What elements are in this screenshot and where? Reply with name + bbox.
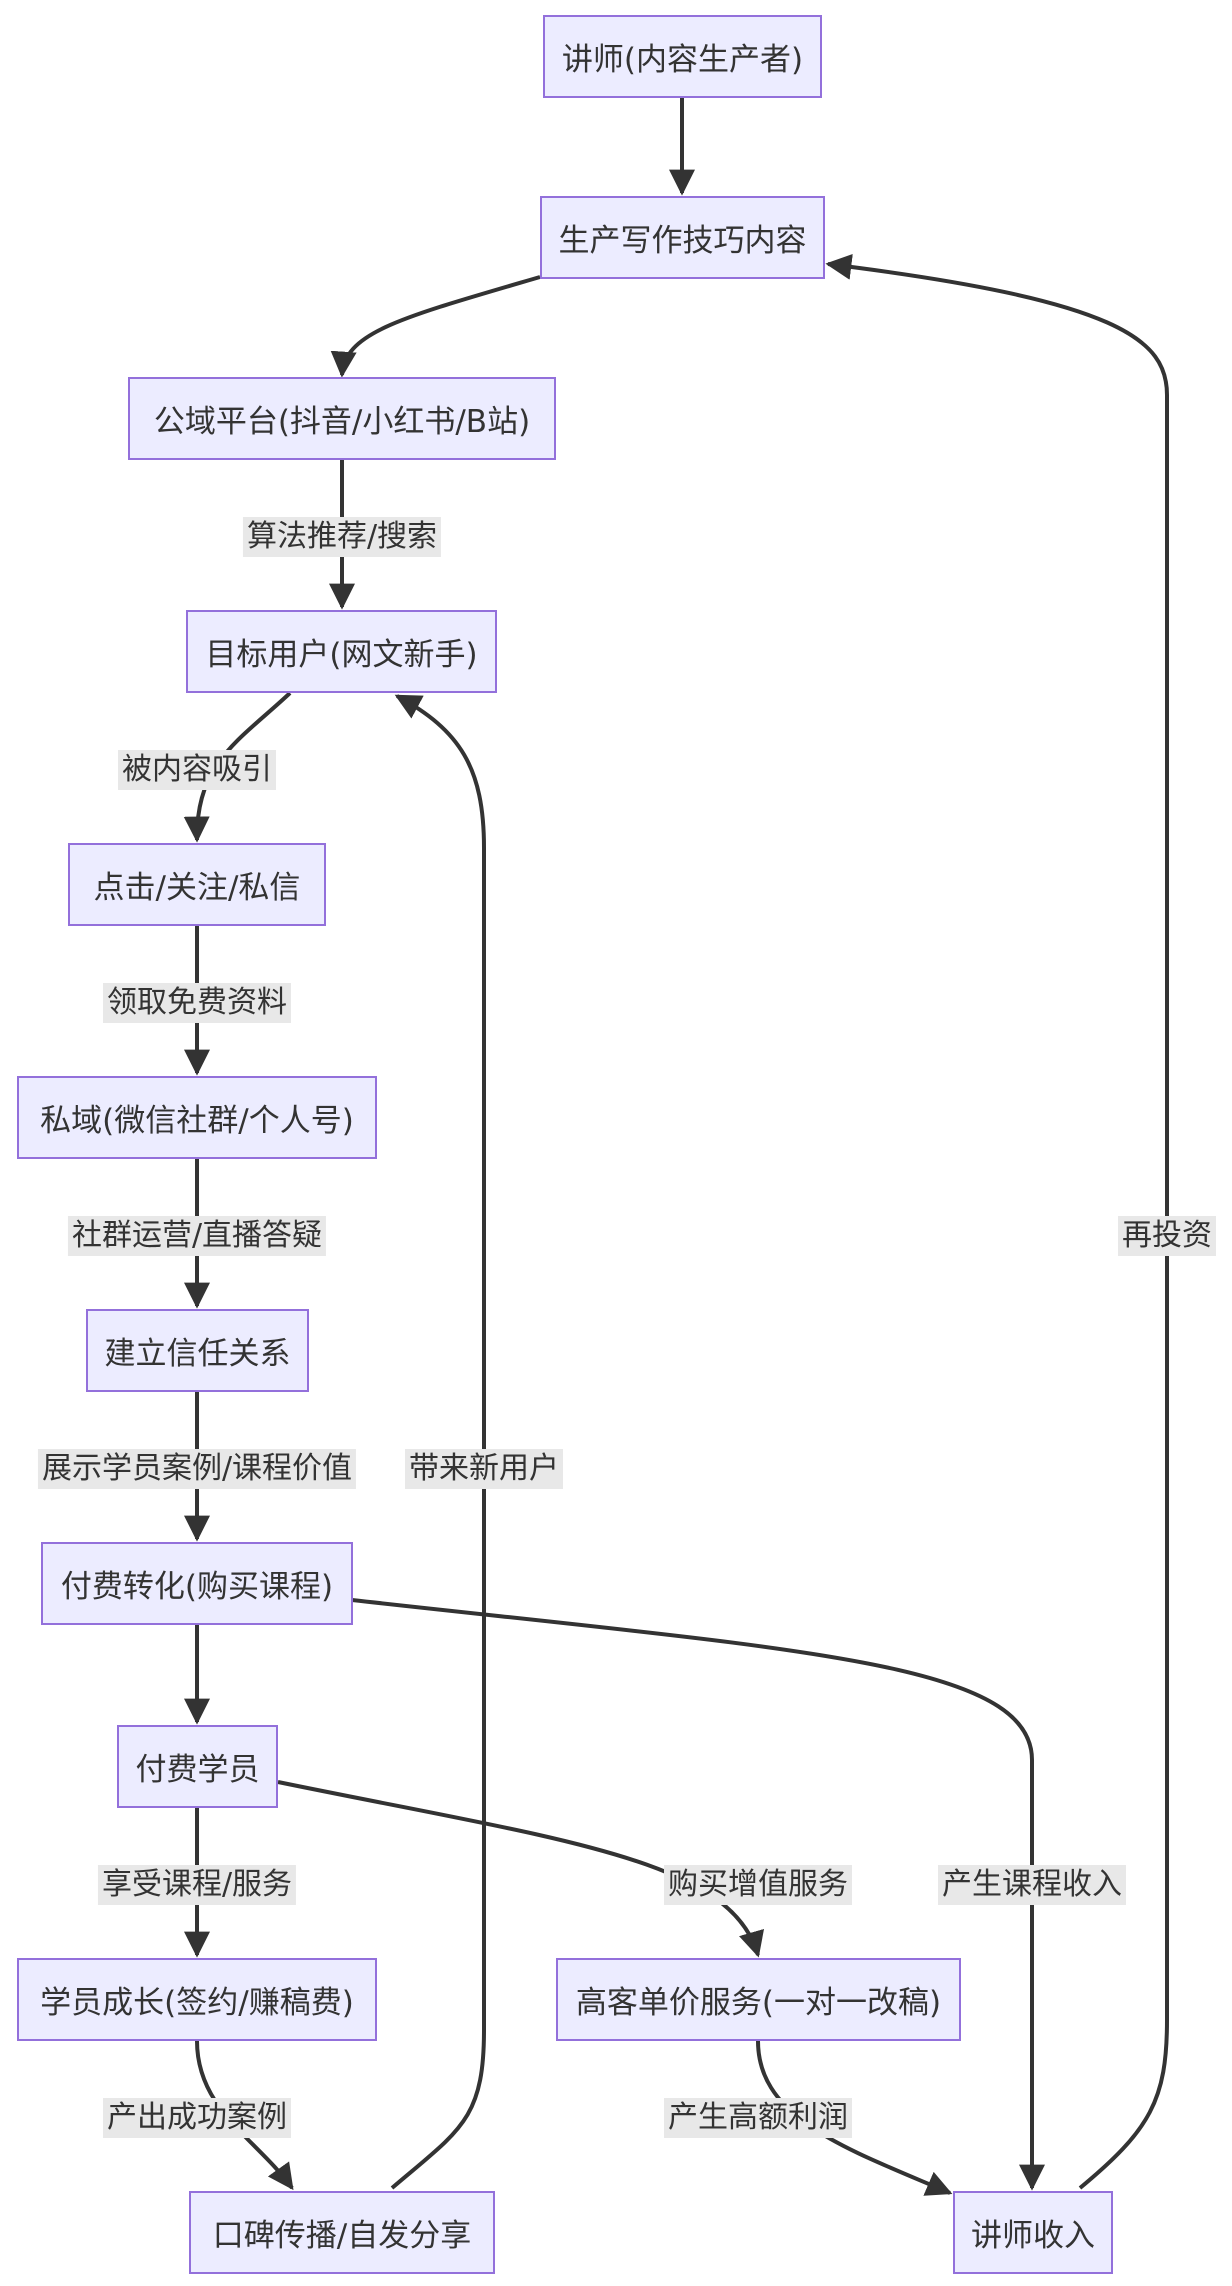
node-word-of-mouth: 口碑传播/自发分享 [189,2191,495,2274]
edge-label-new-users: 带来新用户 [405,1449,563,1489]
node-produce: 生产写作技巧内容 [540,196,825,279]
node-click-follow: 点击/关注/私信 [68,843,326,926]
node-build-trust: 建立信任关系 [86,1309,309,1392]
edge-label-high-profit: 产生高额利润 [664,2098,852,2138]
edge-produce-to-public-platform [330,275,541,378]
edge-lecturer-income-to-produce [825,253,1169,2190]
edge-label-free-material: 领取免费资料 [103,983,291,1023]
node-lecturer-income: 讲师收入 [953,2191,1113,2274]
edge-label-success-cases: 产出成功案例 [103,2098,291,2138]
node-paid-student: 付费学员 [117,1725,278,1808]
edge-label-showcase: 展示学员案例/课程价值 [37,1449,357,1489]
node-target-user: 目标用户(网文新手) [186,610,497,693]
edge-label-reinvest: 再投资 [1118,1216,1216,1256]
node-public-platform: 公域平台(抖音/小红书/B站) [128,377,556,460]
edge-label-course-income: 产生课程收入 [938,1865,1126,1905]
node-student-growth: 学员成长(签约/赚稿费) [17,1958,377,2041]
edge-label-buy-addon: 购买增值服务 [664,1865,852,1905]
edge-label-community-ops: 社群运营/直播答疑 [67,1216,327,1256]
node-high-value-service: 高客单价服务(一对一改稿) [556,1958,961,2041]
edge-word-of-mouth-to-target-user [390,694,486,2190]
edge-label-attracted: 被内容吸引 [118,750,276,790]
node-paid-conversion: 付费转化(购买课程) [41,1542,353,1625]
edge-paid-conversion-to-lecturer-income [351,1598,1045,2191]
edge-label-enjoy-course: 享受课程/服务 [97,1865,297,1905]
edge-paid-student-to-high-value-service [277,1780,764,1958]
node-lecturer: 讲师(内容生产者) [543,15,822,98]
edge-label-algorithm: 算法推荐/搜索 [242,517,442,557]
node-private-domain: 私域(微信社群/个人号) [17,1076,377,1159]
